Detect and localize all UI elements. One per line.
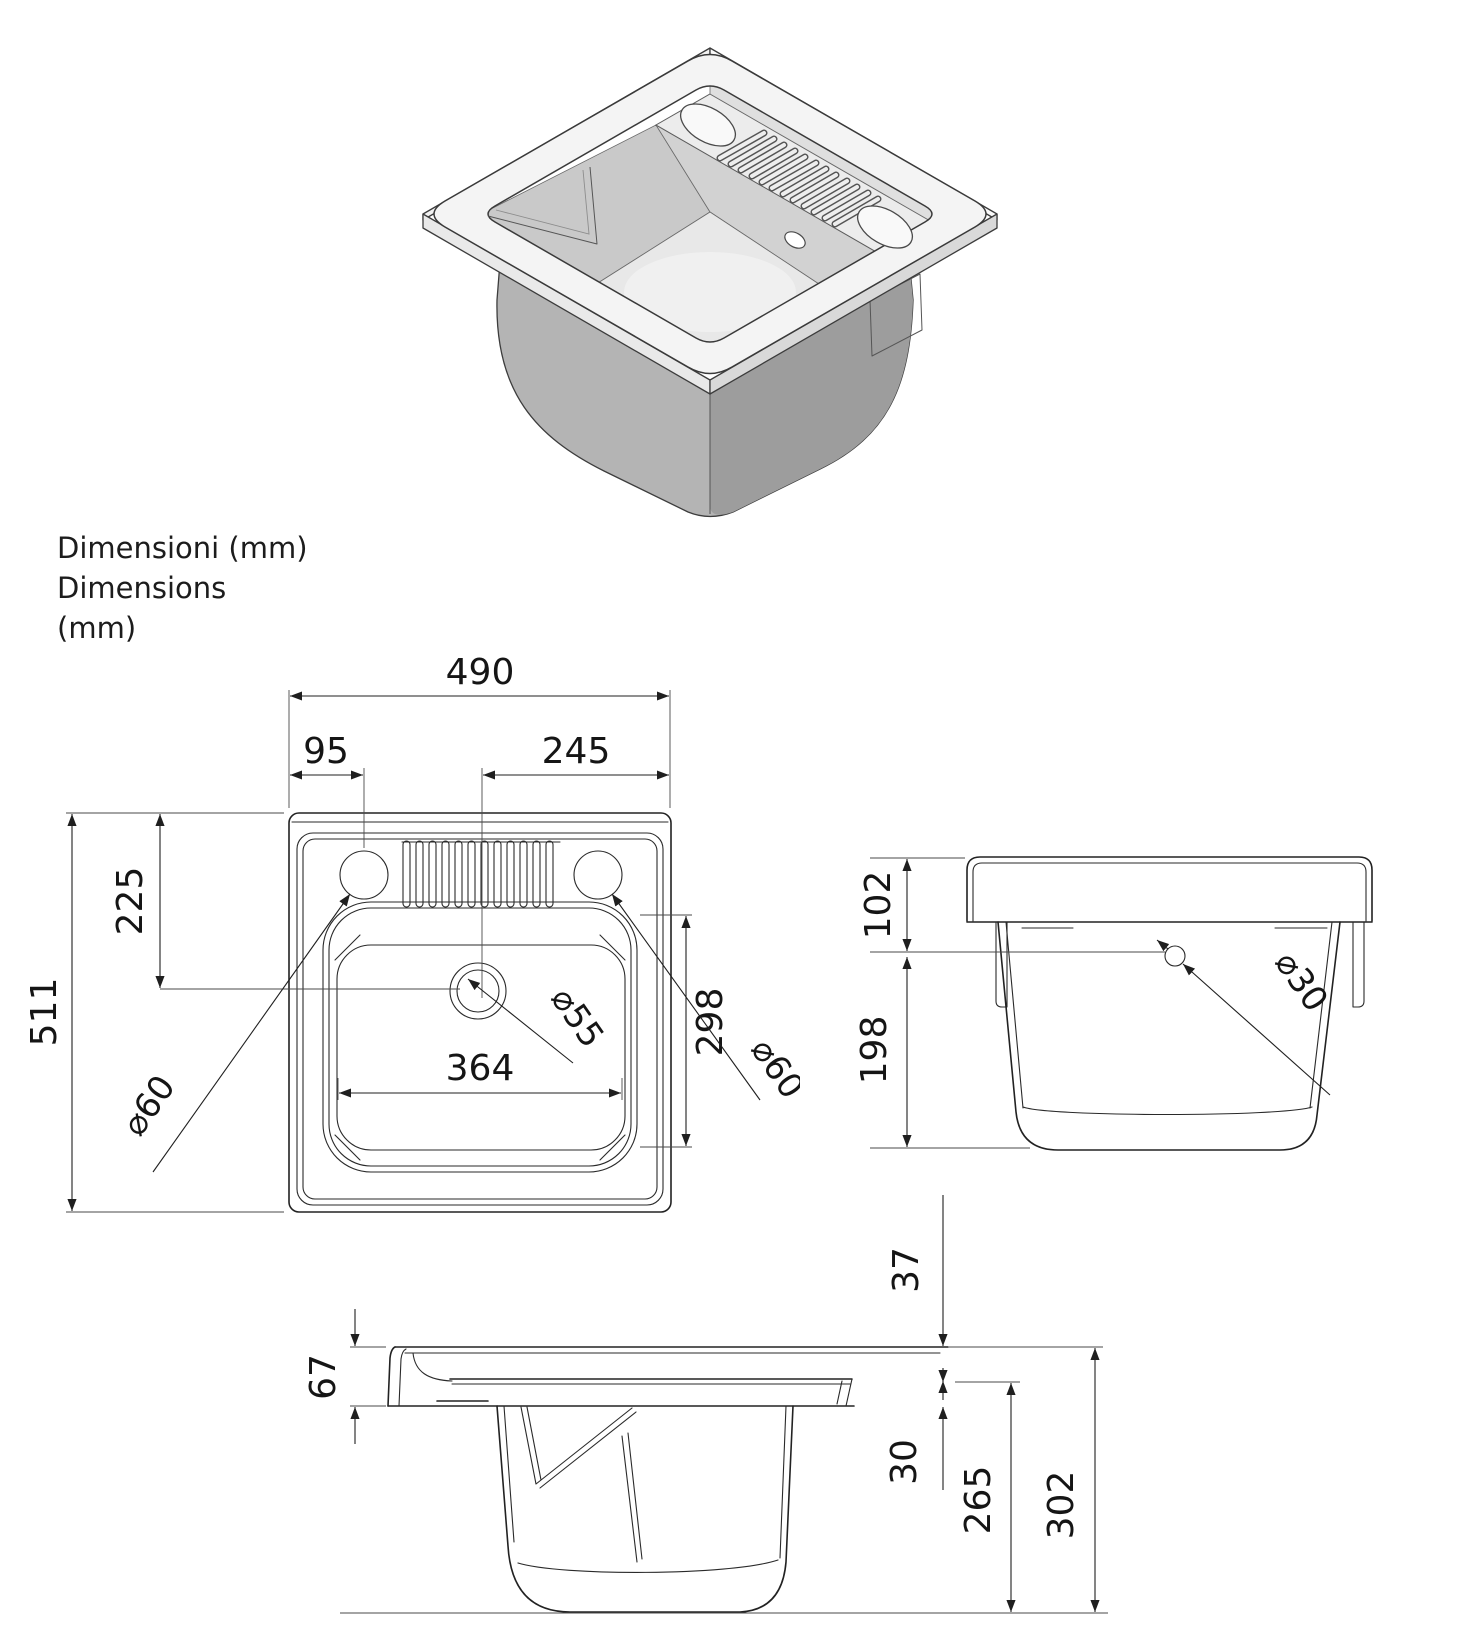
front-cove <box>412 1352 453 1382</box>
dim-body-height: 198 <box>854 1016 895 1085</box>
title-line-unit: (mm) <box>57 611 137 645</box>
overflow-hole <box>784 231 806 249</box>
washboard-ribs-top <box>401 840 561 909</box>
front-view: 67 37 30 265 302 <box>303 1195 1108 1614</box>
side-rim-outline <box>966 856 1373 922</box>
dim-top-thickness: 37 <box>886 1247 927 1293</box>
dia-60-left: ⌀60 <box>114 1068 183 1143</box>
side-view: ⌀30 102 198 <box>854 856 1373 1151</box>
dim-hole-offset-y: 225 <box>110 867 151 936</box>
top-view: 490 95 245 511 225 298 364 ⌀60 ⌀55 ⌀60 <box>24 652 800 1213</box>
ext-298 <box>640 914 692 1148</box>
tap-hole-left-circle <box>339 850 389 900</box>
leader-dia60-right <box>611 893 761 1101</box>
side-ext-lines <box>870 857 1165 1149</box>
washboard-ribs <box>718 131 880 226</box>
dim-basin-width: 364 <box>446 1048 515 1089</box>
basin-floor-highlight <box>624 252 796 332</box>
front-tub-floor <box>517 1559 779 1573</box>
top-view-inner-rim <box>296 832 664 1206</box>
ext-490 <box>288 690 671 808</box>
ext-511 <box>66 812 284 1213</box>
ext-67 <box>350 1346 386 1407</box>
overflow-hole-side <box>1164 945 1186 967</box>
dim-rim-height: 102 <box>858 871 899 940</box>
tap-hole-right <box>857 205 913 249</box>
front-left-cap-inner <box>398 1348 407 1407</box>
dim-hole-offset-x: 95 <box>303 731 349 772</box>
isometric-render <box>422 47 998 518</box>
side-tub-outline <box>997 921 1341 1151</box>
top-view-outer-rim <box>288 812 672 1213</box>
dim-total-height: 302 <box>1041 1471 1082 1540</box>
title-block: Dimensioni (mm) Dimensions (mm) <box>57 528 308 648</box>
ext-364 <box>337 1078 623 1100</box>
dim-skirt-height: 30 <box>884 1439 925 1485</box>
wall-notch <box>487 166 598 245</box>
top-view-inner-rim-2 <box>302 838 658 1200</box>
front-right-cap <box>836 1378 853 1407</box>
dim-overall-depth: 511 <box>24 978 65 1047</box>
side-tub-floor <box>1022 1106 1313 1116</box>
dia-55: ⌀55 <box>542 980 611 1055</box>
basin-outer <box>322 901 638 1173</box>
leader-dia30 <box>1182 963 1331 1096</box>
dia-30: ⌀30 <box>1266 944 1335 1019</box>
basin-corner-chamfers <box>334 934 626 1161</box>
drain-hole-outer <box>449 962 507 1020</box>
dia-60-right: ⌀60 <box>742 1031 800 1106</box>
dim-drain-offset-x: 245 <box>542 731 611 772</box>
tap-hole-left <box>680 103 736 147</box>
side-mount-tabs <box>995 921 1365 1008</box>
wall-notch-inner <box>495 169 590 235</box>
dim-rim-edge-height: 67 <box>303 1354 344 1400</box>
leader-dia55 <box>467 978 574 1064</box>
title-line-italian: Dimensioni (mm) <box>57 531 308 565</box>
front-tub-inner-walls <box>503 1405 787 1559</box>
side-rim-inner <box>972 862 1367 922</box>
dim-basin-length: 298 <box>690 988 731 1057</box>
ext-right-top <box>948 1346 1103 1383</box>
front-interior-wall <box>621 1432 643 1563</box>
front-washboard-profile <box>520 1406 637 1489</box>
front-left-cap-outer <box>387 1346 396 1407</box>
leader-dia30-tail <box>1156 939 1170 952</box>
title-line-english: Dimensions <box>57 571 227 605</box>
dim-overall-width: 490 <box>446 652 515 693</box>
tap-hole-right-circle <box>573 850 623 900</box>
leader-dia60-left <box>152 893 351 1173</box>
drain-hole-inner <box>456 969 500 1013</box>
basin-mid <box>328 907 632 1167</box>
basin-floor-top <box>336 944 626 1151</box>
dim-tub-height: 265 <box>958 1466 999 1535</box>
tub-body-shadow-face <box>710 259 913 515</box>
side-tub-inner-walls <box>1005 921 1333 1109</box>
front-tub-outline <box>496 1405 794 1613</box>
